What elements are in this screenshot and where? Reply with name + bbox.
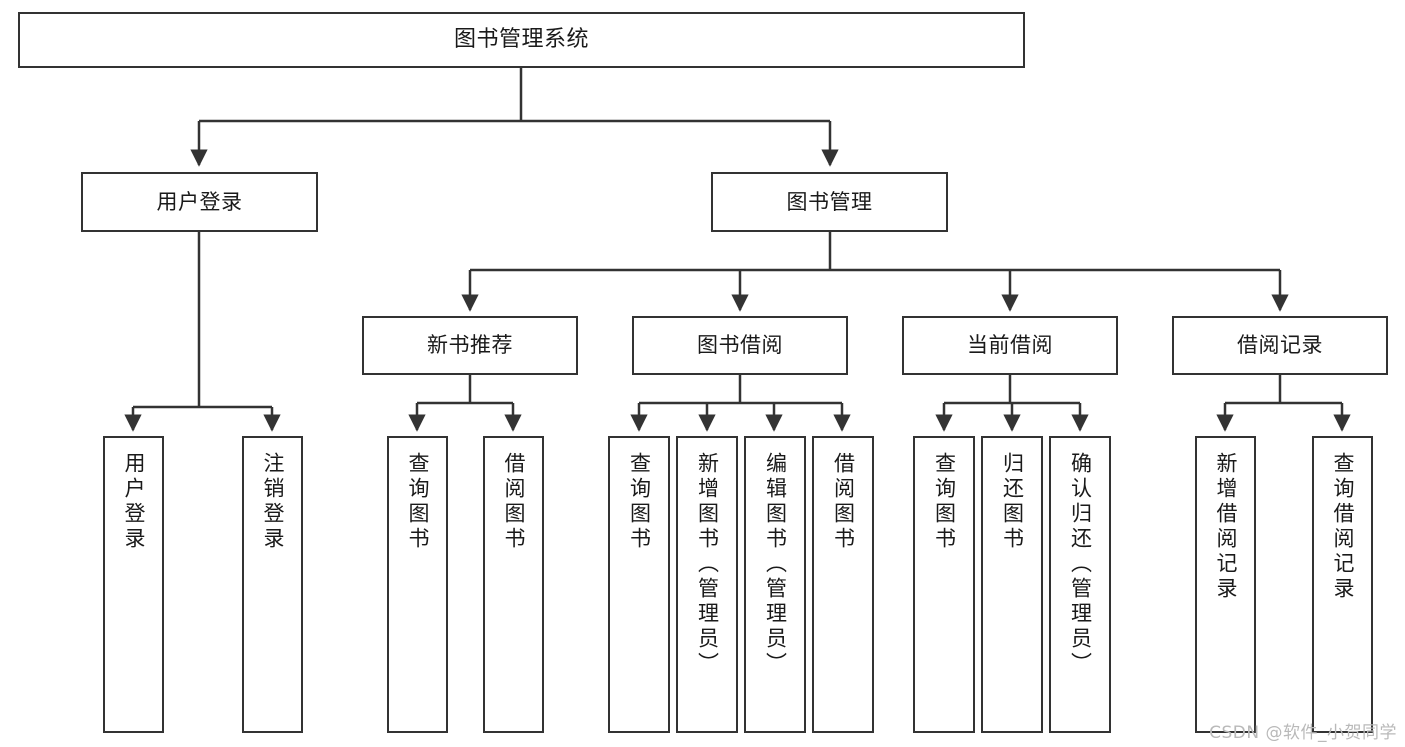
node-leaf-add-book[interactable]: 新增图书（管理员）: [676, 436, 738, 733]
node-leaf-logout-login[interactable]: 注销登录: [242, 436, 303, 733]
node-leaf-query-record[interactable]: 查询借阅记录: [1312, 436, 1373, 733]
node-label: 用户登录: [156, 189, 243, 214]
node-leaf-query-book-3[interactable]: 查询图书: [913, 436, 975, 733]
node-leaf-edit-book[interactable]: 编辑图书（管理员）: [744, 436, 806, 733]
node-borrow-record[interactable]: 借阅记录: [1172, 316, 1388, 375]
node-leaf-return-book[interactable]: 归还图书: [981, 436, 1043, 733]
node-label: 当前借阅: [967, 333, 1053, 358]
node-leaf-query-book-2[interactable]: 查询图书: [608, 436, 670, 733]
node-leaf-query-book-1[interactable]: 查询图书: [387, 436, 448, 733]
node-user-login[interactable]: 用户登录: [81, 172, 318, 232]
node-leaf-borrow-book-2[interactable]: 借阅图书: [812, 436, 874, 733]
node-leaf-confirm-return[interactable]: 确认归还（管理员）: [1049, 436, 1111, 733]
node-book-borrow[interactable]: 图书借阅: [632, 316, 848, 375]
node-root-book-management-system[interactable]: 图书管理系统: [18, 12, 1025, 68]
node-leaf-borrow-book-1[interactable]: 借阅图书: [483, 436, 544, 733]
node-label: 确认归还（管理员）: [1068, 452, 1093, 677]
node-current-borrow[interactable]: 当前借阅: [902, 316, 1118, 375]
node-label: 图书管理: [786, 189, 873, 214]
node-label: 图书借阅: [697, 333, 783, 358]
node-label: 图书管理系统: [453, 27, 589, 53]
node-leaf-add-record[interactable]: 新增借阅记录: [1195, 436, 1256, 733]
node-label: 借阅记录: [1237, 333, 1323, 358]
node-label: 新书推荐: [427, 333, 513, 358]
node-new-book-recommend[interactable]: 新书推荐: [362, 316, 578, 375]
node-label: 查询图书: [932, 452, 957, 552]
node-label: 用户登录: [122, 452, 146, 552]
node-label: 借阅图书: [502, 452, 526, 552]
node-label: 注销登录: [261, 452, 285, 552]
node-label: 新增借阅记录: [1214, 452, 1238, 602]
node-label: 查询借阅记录: [1331, 452, 1355, 602]
node-label: 借阅图书: [831, 452, 856, 552]
node-label: 归还图书: [1000, 452, 1025, 552]
csdn-watermark: CSDN @软件_小贺同学: [1209, 723, 1397, 743]
node-leaf-user-login[interactable]: 用户登录: [103, 436, 164, 733]
node-label: 编辑图书（管理员）: [763, 452, 788, 677]
node-label: 查询图书: [406, 452, 430, 552]
node-label: 新增图书（管理员）: [695, 452, 720, 677]
node-label: 查询图书: [627, 452, 652, 552]
node-book-management[interactable]: 图书管理: [711, 172, 948, 232]
